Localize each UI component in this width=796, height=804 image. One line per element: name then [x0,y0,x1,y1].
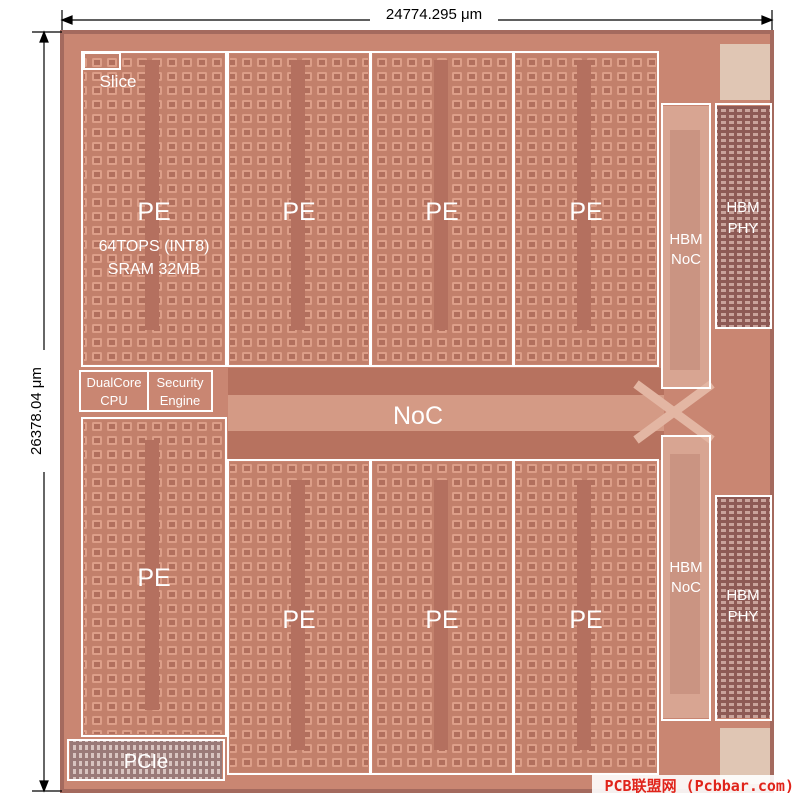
hbm-phy-top-line2: PHY [728,220,759,237]
hbm-phy-bottom-outline [715,495,772,721]
die-edge [60,30,774,793]
hbm-noc-top-line2: NoC [671,251,701,268]
width-label: 24774.295 μm [386,6,482,23]
hbm-noc-top-line1: HBM [669,231,702,248]
pe-label-bottom-3: PE [425,606,458,634]
height-label: 26378.04 μm [28,367,45,455]
pe-spec-sram: SRAM 32MB [108,261,200,278]
noc-x-routing [633,380,715,444]
hbm-phy-bottom-fill [717,496,770,718]
pe-label-top-2: PE [282,198,315,226]
pe-label-bottom-1: PE [137,564,170,592]
pe-bottom-4-outline [513,459,659,775]
hbm-phy-top-fill [717,106,770,328]
pe-label-bottom-2: PE [282,606,315,634]
pe-label-top-1: PE [137,198,170,226]
hbm-phy-top-outline [715,103,772,329]
pe-top-4-outline [513,51,659,367]
slice-outline [83,52,121,70]
corner-pad-top [720,44,770,100]
pcie-outline [67,739,225,781]
pe-spec-tops: 64TOPS (INT8) [99,238,210,255]
hbm-noc-top-outline [661,103,711,389]
security-outline [147,370,213,412]
security-label-line2: Engine [160,393,200,408]
hbm-phy-bottom-line1: HBM [726,587,759,604]
slice-label: Slice [100,72,137,91]
pe-center-columns [145,60,591,750]
pe-bottom-1-outline [81,417,227,737]
hbm-phy-top-line1: HBM [726,199,759,216]
pe-label-top-3: PE [425,198,458,226]
pcie-fill [70,740,222,780]
pe-label-bottom-4: PE [569,606,602,634]
hbm-noc-bottom-line2: NoC [671,579,701,596]
hbm-phy-bottom-line2: PHY [728,608,759,625]
cpu-label-line2: CPU [100,393,127,408]
pcie-label: PCIe [124,751,168,773]
cpu-label-line1: DualCore [87,375,142,390]
block-outlines [67,51,772,781]
hbm-noc-bottom-outline [661,435,711,721]
block-labels: Slice PE 64TOPS (INT8) SRAM 32MB PE PE P… [87,72,760,773]
watermark-text: PCB联盟网 (Pcbbar.com) [605,777,795,795]
noc-label: NoC [393,402,443,430]
pe-top-1-outline [81,51,227,367]
corner-pad-bottom [720,728,770,784]
security-label-line1: Security [157,375,204,390]
watermark-background [592,775,796,797]
hbm-noc-bottom-line1: HBM [669,559,702,576]
pe-label-top-4: PE [569,198,602,226]
